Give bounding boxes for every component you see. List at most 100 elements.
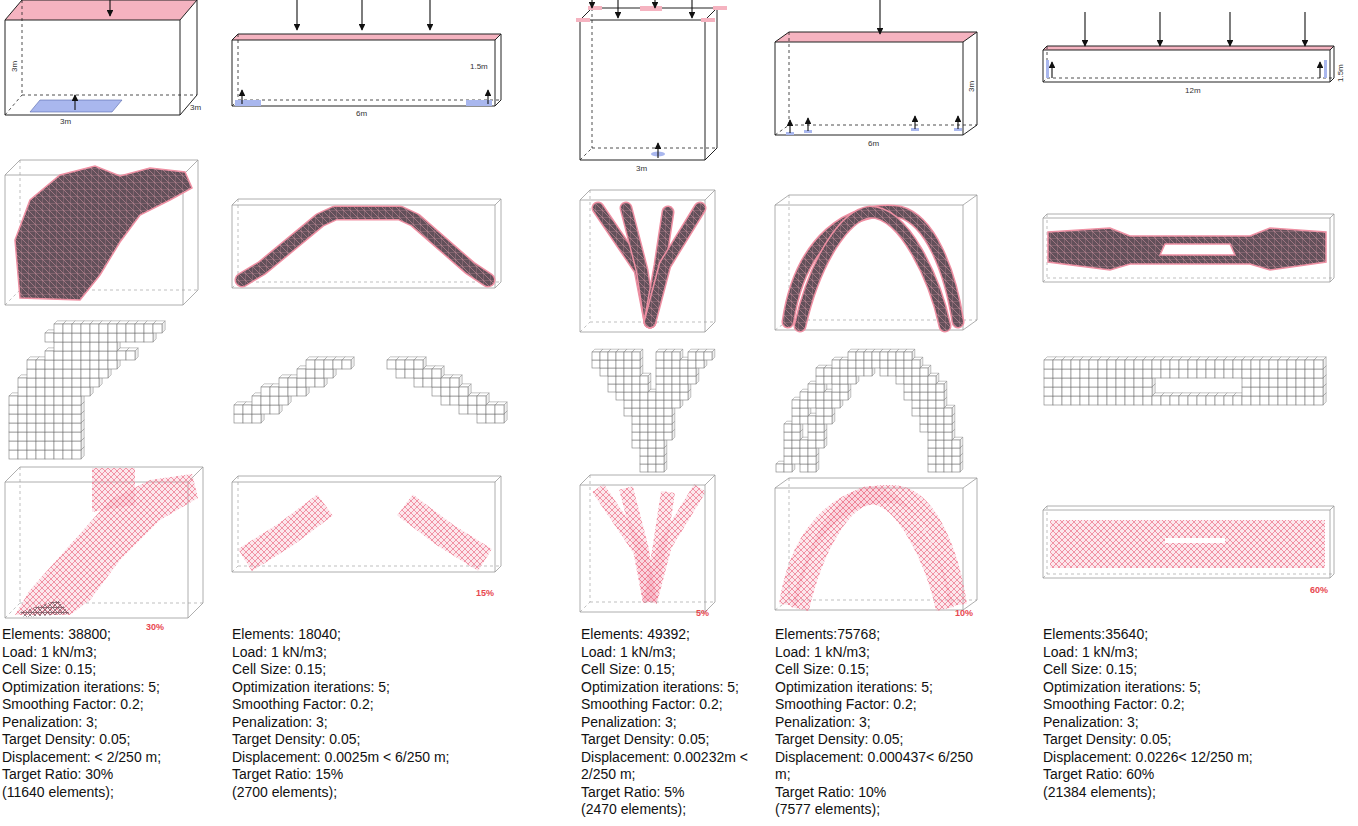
voxel-front (784, 464, 792, 472)
voxel-front (624, 392, 632, 400)
voxel-front (784, 456, 792, 464)
load-arrow (1319, 62, 1320, 78)
voxel-front (672, 392, 680, 400)
voxel-front (63, 423, 72, 432)
voxel-front (648, 408, 656, 416)
voxel-front (816, 408, 824, 416)
shape-outline (626, 208, 650, 322)
voxel-front (656, 384, 664, 392)
voxel-front (135, 324, 144, 333)
voxel-front (632, 392, 640, 400)
voxel-front (306, 369, 315, 378)
voxel-front (808, 424, 816, 432)
voxel-front (54, 333, 63, 342)
frame-edge (775, 205, 776, 330)
load-arrow (1229, 12, 1230, 46)
voxel-front (912, 408, 920, 416)
density-hatch (245, 505, 325, 560)
voxel-front (920, 400, 928, 408)
voxel-front (920, 392, 928, 400)
frame-edge (20, 467, 203, 468)
voxel-front (54, 387, 63, 396)
voxel-front (928, 456, 936, 464)
load-arrow (807, 118, 808, 131)
voxel-front (952, 448, 960, 456)
voxel-front (896, 352, 904, 360)
frame-edge (232, 40, 233, 106)
voxel-front (63, 405, 72, 414)
voxel-front (656, 408, 664, 416)
voxel-front (81, 342, 90, 351)
voxel-front (63, 441, 72, 450)
frame-edge (5, 175, 6, 305)
voxel-front (632, 360, 640, 368)
frame-edge (1330, 78, 1334, 82)
voxel-front (680, 360, 688, 368)
voxel-front (468, 405, 477, 414)
voxel-front (36, 405, 45, 414)
frame-edge (232, 572, 495, 573)
voxel-front (792, 424, 800, 432)
voxel-front (944, 416, 952, 424)
frame-edge (183, 175, 184, 305)
voxel-front (63, 324, 72, 333)
voxel-front (936, 432, 944, 440)
frame-edge (705, 190, 715, 200)
voxel (912, 357, 923, 368)
voxel-front (656, 360, 664, 368)
frame-edge (977, 195, 978, 320)
hidden-edge (590, 475, 591, 602)
voxel (495, 402, 507, 414)
voxel-front (27, 378, 36, 387)
voxel-front (664, 432, 672, 440)
frame-edge (580, 190, 590, 200)
frame-edge (183, 290, 198, 305)
frame-edge (5, 305, 183, 306)
voxel-front (944, 448, 952, 456)
voxel-front (672, 352, 680, 360)
shape-mesh (598, 208, 650, 322)
voxel-front (816, 392, 824, 400)
voxel-front (632, 432, 640, 440)
frame-edge (580, 20, 581, 160)
voxel-front (792, 432, 800, 440)
optimized-shape (15, 166, 192, 300)
voxel-front (63, 396, 72, 405)
voxel-front (624, 360, 632, 368)
voxel-front (904, 360, 912, 368)
voxel-side (944, 381, 947, 392)
voxel-front (688, 352, 696, 360)
voxel-front (808, 384, 816, 392)
density-tint (598, 488, 650, 602)
voxel-front (928, 440, 936, 448)
voxel-front (108, 333, 117, 342)
frame-edge (789, 478, 977, 479)
voxel-front (696, 360, 704, 368)
voxel (414, 357, 426, 369)
voxel-front (36, 414, 45, 423)
density-group (788, 494, 958, 609)
voxel-front (648, 448, 656, 456)
voxel-front (800, 440, 808, 448)
voxel-front (108, 342, 117, 351)
frame-edge (715, 475, 716, 602)
voxel-front (880, 360, 888, 368)
load-arrow (361, 0, 362, 30)
voxel-front (664, 392, 672, 400)
voxel-front (656, 376, 664, 384)
voxel-front (297, 378, 306, 387)
voxel-front (54, 450, 63, 459)
voxel-front (928, 408, 936, 416)
voxel-front (640, 400, 648, 408)
voxel-front (54, 396, 63, 405)
voxel-front (864, 360, 872, 368)
voxel-front (99, 333, 108, 342)
voxel-front (688, 360, 696, 368)
voxel-front (423, 369, 432, 378)
shape-mesh (15, 166, 192, 300)
voxel-front (904, 384, 912, 392)
voxel-front (616, 384, 624, 392)
voxel-front (18, 432, 27, 441)
voxel-front (824, 416, 832, 424)
voxel-front (63, 369, 72, 378)
